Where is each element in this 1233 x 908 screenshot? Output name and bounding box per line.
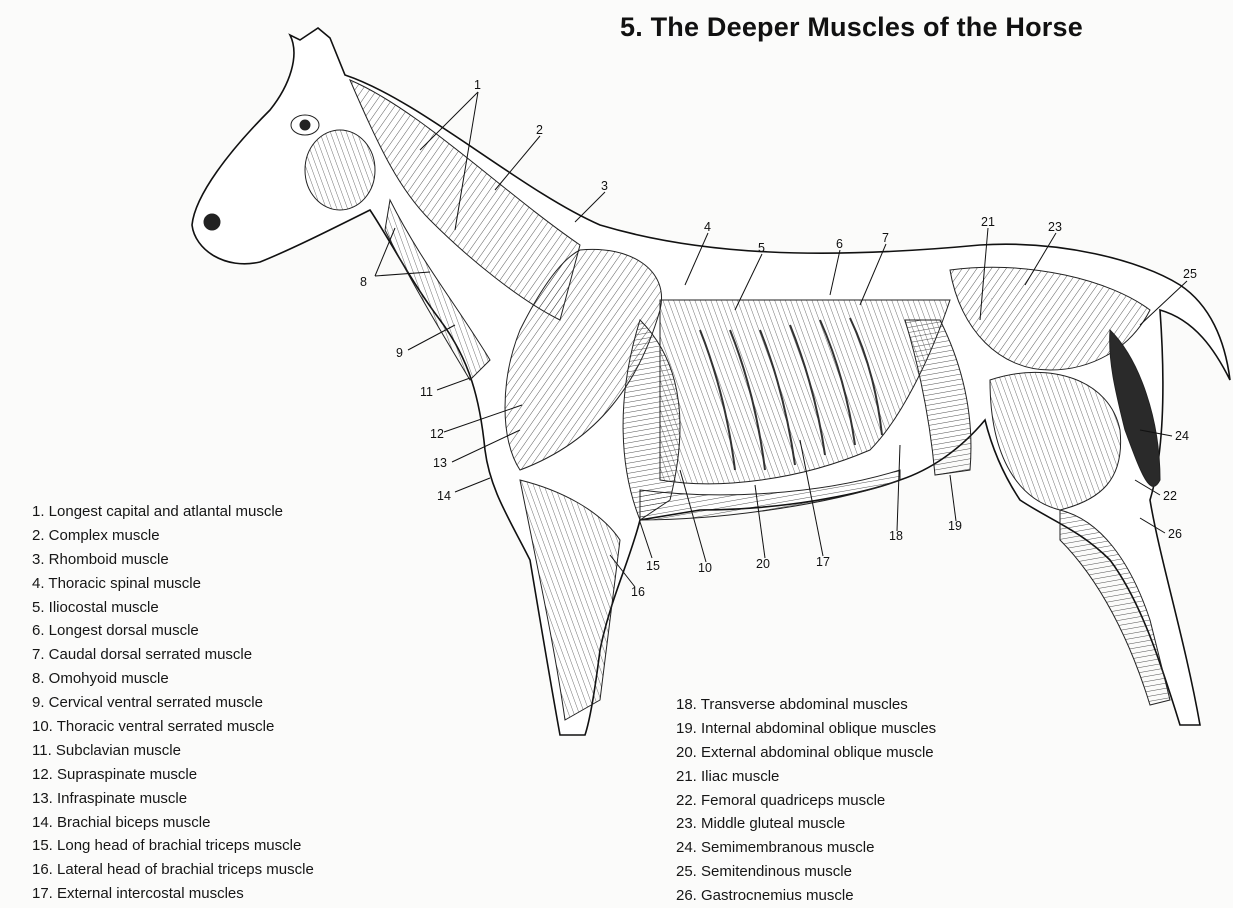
legend-right: 18. Transverse abdominal muscles 19. Int… xyxy=(676,693,936,908)
callout-5: 5 xyxy=(758,241,765,255)
legend-item: 24. Semimembranous muscle xyxy=(676,836,936,860)
callout-3: 3 xyxy=(601,179,608,193)
legend-item: 9. Cervical ventral serrated muscle xyxy=(32,691,314,715)
callout-7: 7 xyxy=(882,231,889,245)
legend-item: 18. Transverse abdominal muscles xyxy=(676,693,936,717)
callout-16: 16 xyxy=(631,585,645,599)
callout-14: 14 xyxy=(437,489,451,503)
legend-item: 1. Longest capital and atlantal muscle xyxy=(32,500,314,524)
legend-item: 16. Lateral head of brachial triceps mus… xyxy=(32,858,314,882)
legend-item: 21. Iliac muscle xyxy=(676,765,936,789)
legend-item: 23. Middle gluteal muscle xyxy=(676,812,936,836)
callout-24: 24 xyxy=(1175,429,1189,443)
legend-item: 25. Semitendinous muscle xyxy=(676,860,936,884)
legend-item: 26. Gastrocnemius muscle xyxy=(676,884,936,908)
legend-item: 5. Iliocostal muscle xyxy=(32,596,314,620)
callout-9: 9 xyxy=(396,346,403,360)
callout-13: 13 xyxy=(433,456,447,470)
legend-left: 1. Longest capital and atlantal muscle 2… xyxy=(32,500,314,906)
legend-item: 12. Supraspinate muscle xyxy=(32,763,314,787)
callout-17: 17 xyxy=(816,555,830,569)
legend-item: 7. Caudal dorsal serrated muscle xyxy=(32,643,314,667)
legend-item: 20. External abdominal oblique muscle xyxy=(676,741,936,765)
callout-26: 26 xyxy=(1168,527,1182,541)
callout-18: 18 xyxy=(889,529,903,543)
callout-20: 20 xyxy=(756,557,770,571)
callout-10: 10 xyxy=(698,561,712,575)
callout-12: 12 xyxy=(430,427,444,441)
callout-4: 4 xyxy=(704,220,711,234)
callout-22: 22 xyxy=(1163,489,1177,503)
legend-item: 10. Thoracic ventral serrated muscle xyxy=(32,715,314,739)
legend-item: 3. Rhomboid muscle xyxy=(32,548,314,572)
legend-item: 2. Complex muscle xyxy=(32,524,314,548)
callout-19: 19 xyxy=(948,519,962,533)
legend-item: 6. Longest dorsal muscle xyxy=(32,619,314,643)
legend-item: 8. Omohyoid muscle xyxy=(32,667,314,691)
callout-23: 23 xyxy=(1048,220,1062,234)
callout-1: 1 xyxy=(474,78,481,92)
callout-2: 2 xyxy=(536,123,543,137)
legend-item: 14. Brachial biceps muscle xyxy=(32,811,314,835)
callout-11: 11 xyxy=(420,385,433,399)
callout-15: 15 xyxy=(646,559,660,573)
callout-25: 25 xyxy=(1183,267,1197,281)
legend-item: 11. Subclavian muscle xyxy=(32,739,314,763)
legend-item: 22. Femoral quadriceps muscle xyxy=(676,789,936,813)
legend-item: 15. Long head of brachial triceps muscle xyxy=(32,834,314,858)
callout-8: 8 xyxy=(360,275,367,289)
callout-6: 6 xyxy=(836,237,843,251)
legend-item: 19. Internal abdominal oblique muscles xyxy=(676,717,936,741)
legend-item: 17. External intercostal muscles xyxy=(32,882,314,906)
legend-item: 4. Thoracic spinal muscle xyxy=(32,572,314,596)
callout-21: 21 xyxy=(981,215,995,229)
legend-item: 13. Infraspinate muscle xyxy=(32,787,314,811)
